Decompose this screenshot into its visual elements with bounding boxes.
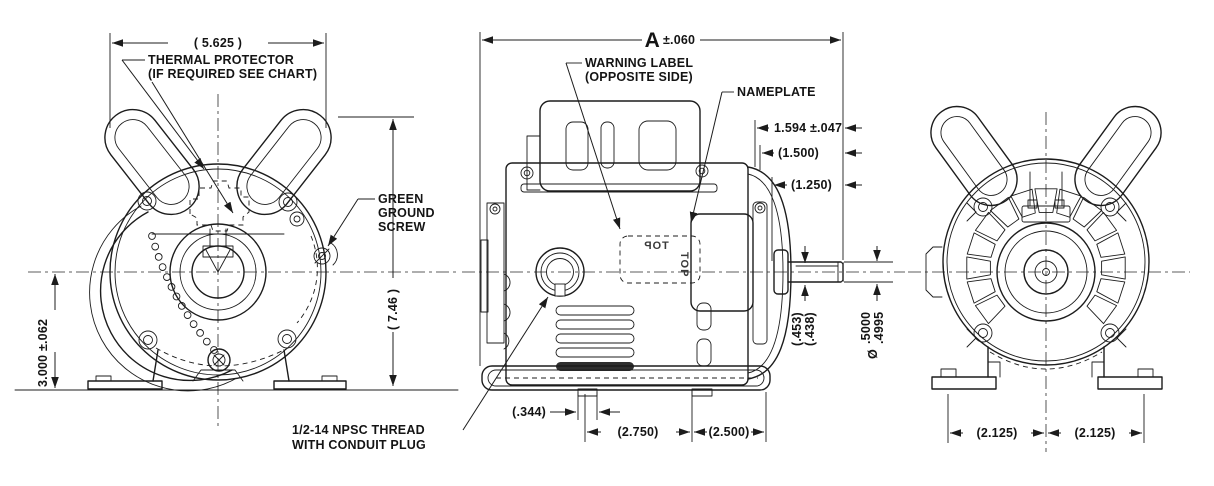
warning-label-outline bbox=[619, 235, 701, 284]
conduit-thread-label: 1/2-14 NPSC THREAD bbox=[292, 423, 425, 437]
dim-1500-label: (1.500) bbox=[778, 146, 819, 160]
dim-A-letter: A bbox=[645, 29, 660, 52]
conduit-thread-label-2: WITH CONDUIT PLUG bbox=[292, 438, 426, 452]
dim-438-label: (.438) bbox=[803, 312, 817, 346]
dim-2125-right-label: (2.125) bbox=[1074, 426, 1115, 440]
dim-1594-label: 1.594 ±.047 bbox=[774, 121, 842, 135]
rear-terminal-posts bbox=[1021, 171, 1071, 223]
dim-453-label: (.453) bbox=[790, 312, 804, 346]
dim-5625-label: ( 5.625 ) bbox=[194, 36, 242, 50]
nameplate-top-marking: TOP bbox=[678, 252, 690, 277]
diameter-symbol: Ø bbox=[866, 349, 880, 359]
thermal-protector-label-2: (IF REQUIRED SEE CHART) bbox=[148, 67, 317, 81]
dia-4995-label: .4995 bbox=[872, 312, 886, 344]
front-cradle-band bbox=[480, 202, 511, 350]
dim-A-tolerance: ±.060 bbox=[663, 33, 695, 47]
dim-1250-label: (1.250) bbox=[791, 178, 832, 192]
dim-746-label: ( 7.46 ) bbox=[386, 289, 400, 330]
motor-frame bbox=[505, 162, 749, 386]
front-hub-ring bbox=[169, 223, 267, 321]
side-view: TOP TOP bbox=[292, 29, 905, 452]
warning-label-text: WARNING LABEL bbox=[585, 56, 693, 70]
rear-dimensions: (2.125) (2.125) bbox=[947, 394, 1145, 443]
dim-2750-label: (2.750) bbox=[617, 425, 658, 439]
terminal-box bbox=[520, 100, 718, 193]
ground-screw-label-2: GROUND bbox=[378, 206, 435, 220]
rear-ear-right bbox=[1074, 105, 1162, 207]
thermal-protector-outline bbox=[189, 180, 250, 232]
vent-slots bbox=[555, 302, 712, 371]
chain-grommet bbox=[207, 348, 231, 372]
rear-ear-left bbox=[930, 105, 1018, 207]
front-bolts bbox=[137, 191, 305, 350]
side-base bbox=[481, 365, 771, 397]
ground-screw-label: GREEN bbox=[378, 192, 423, 206]
rear-cradle-band bbox=[752, 201, 768, 345]
front-base bbox=[14, 347, 459, 391]
side-dimensions: A ±.060 WARNING LABEL (OPPOSITE SIDE) NA… bbox=[292, 29, 893, 452]
front-ear-left bbox=[104, 108, 200, 216]
front-dimensions: ( 5.625 ) THERMAL PROTECTOR (IF REQUIRED… bbox=[36, 33, 435, 388]
front-outer-shell bbox=[109, 163, 327, 381]
ground-screw-label-3: SCREW bbox=[378, 220, 426, 234]
dim-2125-left-label: (2.125) bbox=[976, 426, 1017, 440]
nameplate-label: NAMEPLATE bbox=[737, 85, 816, 99]
fan-vent-ring bbox=[966, 188, 1126, 325]
chain bbox=[148, 232, 218, 354]
dia-5000-label: .5000 bbox=[859, 312, 873, 344]
rear-view: (2.125) (2.125) bbox=[908, 105, 1190, 452]
front-clamp bbox=[202, 245, 234, 258]
rear-bolts bbox=[966, 197, 1127, 348]
shaft bbox=[773, 249, 844, 295]
front-ear-right bbox=[236, 108, 332, 216]
rear-hub-boss bbox=[925, 246, 943, 298]
dim-344-label: (.344) bbox=[512, 405, 546, 419]
conduit-boss bbox=[535, 247, 585, 297]
end-bell bbox=[747, 166, 792, 380]
warning-label-text-2: (OPPOSITE SIDE) bbox=[585, 70, 693, 84]
warning-top-marking: TOP bbox=[643, 240, 668, 252]
dim-3000-label: 3.000 ±.062 bbox=[36, 319, 50, 387]
thermal-protector-label: THERMAL PROTECTOR bbox=[148, 53, 294, 67]
rear-shaft-end bbox=[1034, 260, 1058, 284]
front-view: ( 5.625 ) THERMAL PROTECTOR (IF REQUIRED… bbox=[14, 33, 459, 430]
rear-outer-shell bbox=[942, 158, 1150, 366]
dim-2500-label: (2.500) bbox=[708, 425, 749, 439]
rear-base bbox=[931, 346, 1163, 390]
